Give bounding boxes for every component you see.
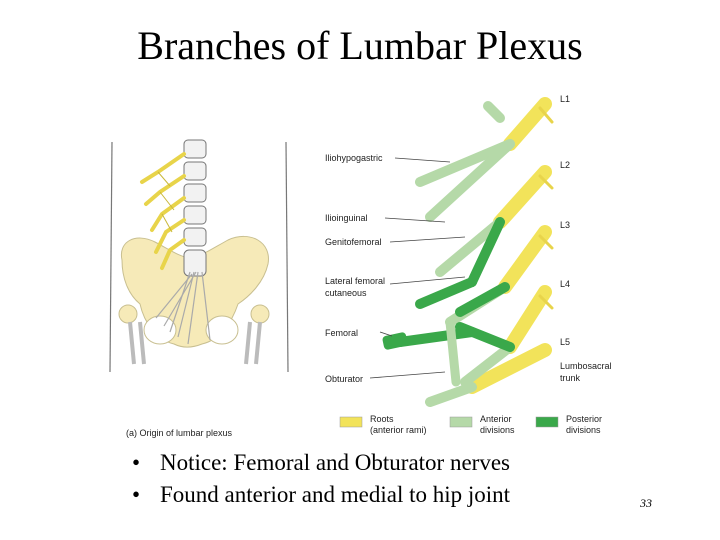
level-label-l3: L3 <box>560 220 570 230</box>
legend-swatch-roots <box>339 416 363 428</box>
nerve-label-lateral-femoral: Lateral femoral <box>325 276 385 286</box>
legend-label-anterior: Anterior <box>480 414 512 424</box>
nerve-label-lateral-femoral-cutaneous: cutaneous <box>325 288 367 298</box>
nerve-label-iliohypogastric: Iliohypogastric <box>325 153 383 163</box>
legend-label-anterior-sub: divisions <box>480 425 515 435</box>
nerve-label-ilioinguinal: Ilioinguinal <box>325 213 368 223</box>
lumbar-plexus-diagram: L1 L2 L3 L4 L5 Iliohypogastric Ilioingui… <box>109 94 612 438</box>
slide-title: Branches of Lumbar Plexus <box>137 23 583 68</box>
vertebral-column <box>183 139 207 277</box>
nerve-label-genitofemoral: Genitofemoral <box>325 237 382 247</box>
bullet-glyph: • <box>132 450 141 475</box>
legend-label-roots-sub: (anterior rami) <box>370 425 427 435</box>
label-leader-lines <box>369 157 466 379</box>
level-label-l2: L2 <box>560 160 570 170</box>
nerve-label-obturator: Obturator <box>325 374 363 384</box>
level-label-l4: L4 <box>560 279 570 289</box>
nerve-label-femoral: Femoral <box>325 328 358 338</box>
bullet-glyph: • <box>132 482 141 507</box>
body-inset <box>109 139 289 373</box>
slide-number: 33 <box>640 496 652 510</box>
bullet-item: • Notice: Femoral and Obturator nerves <box>132 447 510 479</box>
legend-label-roots: Roots <box>370 414 394 424</box>
level-label-l1: L1 <box>560 94 570 104</box>
bullet-text: Found anterior and medial to hip joint <box>160 482 511 507</box>
plexus-schematic <box>382 97 554 407</box>
legend-swatch-anterior <box>449 416 473 428</box>
legend-label-posterior-sub: divisions <box>566 425 601 435</box>
nerve-label-lumbosacral-trunk: trunk <box>560 373 581 383</box>
bullet-list: • Notice: Femoral and Obturator nerves •… <box>132 447 510 511</box>
level-label-l5: L5 <box>560 337 570 347</box>
figure-legend: Roots (anterior rami) Anterior divisions… <box>339 414 602 435</box>
legend-swatch-posterior <box>535 416 559 428</box>
bullet-text: Notice: Femoral and Obturator nerves <box>160 450 510 475</box>
legend-label-posterior: Posterior <box>566 414 602 424</box>
bullet-item: • Found anterior and medial to hip joint <box>132 479 510 511</box>
nerve-label-lumbosacral: Lumbosacral <box>560 361 612 371</box>
lumbar-plexus-figure: L1 L2 L3 L4 L5 Iliohypogastric Ilioingui… <box>100 82 620 442</box>
figure-caption: (a) Origin of lumbar plexus <box>126 428 233 438</box>
